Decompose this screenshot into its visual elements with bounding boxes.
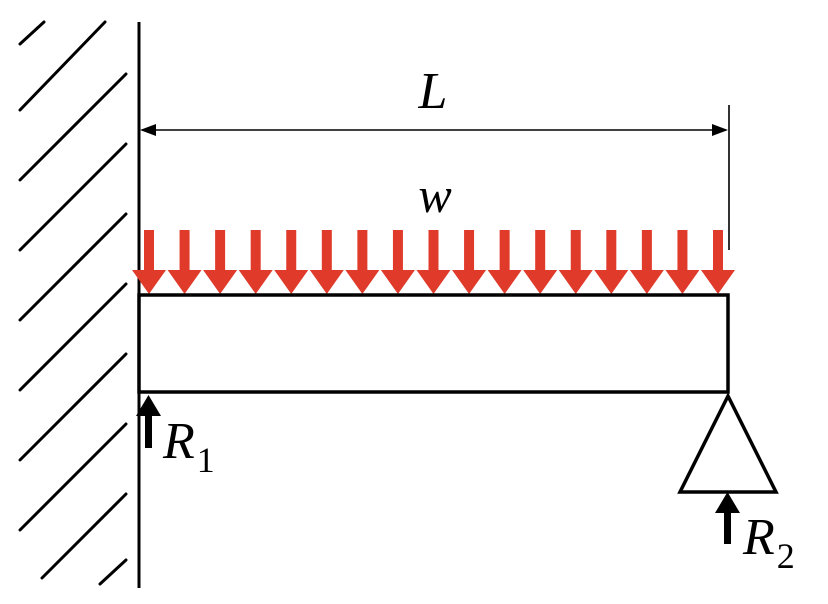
wall-hatch-line [18,352,128,462]
distributed-load-arrows [132,230,735,294]
load-arrow [629,230,664,294]
load-label: w [418,167,451,223]
load-arrow [309,230,344,294]
load-arrow [345,230,380,294]
load-arrow [380,230,415,294]
dimension-L [140,105,730,250]
load-arrow [167,230,202,294]
load-arrow [665,230,700,294]
reaction-arrow-R1 [136,395,161,448]
load-arrow [203,230,238,294]
wall-hatch-line [18,20,107,112]
load-arrow [132,230,166,294]
reaction-arrow-R2 [715,492,740,544]
reaction-label-R2: R2 [742,509,795,576]
wall-hatching [18,20,128,586]
load-arrow [523,230,558,294]
load-arrow [594,230,629,294]
load-arrow [238,230,273,294]
wall-hatch-line [18,72,128,182]
load-arrow [452,230,487,294]
beam [137,293,730,394]
length-label: L [418,63,448,120]
load-arrow [558,230,593,294]
wall-hatch-line [18,20,46,46]
wall-hatch-line [40,492,128,580]
wall-hatch-line [18,282,128,392]
load-arrow [274,230,309,294]
dimension-arrow-left [140,124,156,136]
load-arrow [487,230,522,294]
right-support [677,392,779,494]
load-arrow [701,230,735,294]
reaction-label-R1: R1 [162,413,215,480]
wall-hatch-line [18,212,128,322]
wall-hatch-line [18,142,128,252]
load-arrow [416,230,451,294]
dimension-arrow-right [712,124,728,136]
wall-hatch-line [18,422,128,532]
wall-hatch-line [98,558,128,586]
